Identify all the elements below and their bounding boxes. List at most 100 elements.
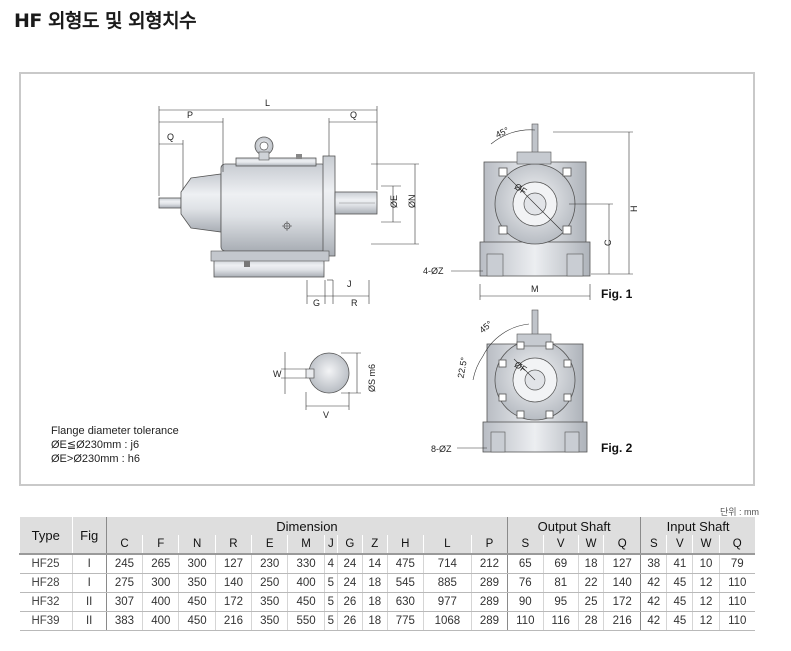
type-header: Type (19, 517, 73, 554)
cell-in-w: 12 (692, 573, 720, 593)
cell-dim-p: 289 (470, 573, 508, 593)
table-header-row-1: Type Fig Dimension Output Shaft Input Sh… (19, 517, 755, 554)
col-header-dim-n: N (178, 535, 216, 554)
col-header-dim-f: F (142, 535, 179, 554)
cell-out-v: 116 (542, 611, 579, 631)
note-line-3: ØE>Ø230mm : h6 (51, 453, 140, 465)
cell-dim-z: 18 (361, 592, 388, 612)
cell-dim-p: 289 (470, 611, 508, 631)
dim-label-S: ØS m6 (367, 364, 377, 392)
cell-in-s: 42 (640, 592, 667, 612)
cell-dim-z: 18 (361, 611, 388, 631)
cell-in-s: 38 (640, 553, 667, 574)
cell-dim-j: 5 (323, 592, 338, 612)
cell-dim-m: 550 (287, 611, 325, 631)
cell-dim-g: 26 (337, 611, 363, 631)
cell-type: HF39 (19, 611, 73, 631)
shaft-section: W V ØS m6 (273, 352, 377, 420)
cell-out-q: 127 (603, 553, 641, 574)
cell-fig: I (71, 553, 107, 574)
tolerance-note: Flange diameter tolerance ØE≦Ø230mm : j6… (51, 424, 179, 466)
cell-dim-f: 400 (142, 592, 179, 612)
col-header-dim-c: C (105, 535, 143, 554)
dim-label-Q-input: Q (167, 132, 174, 142)
cell-dim-f: 265 (142, 553, 179, 574)
cell-dim-j: 5 (323, 611, 338, 631)
col-header-in-q: Q (718, 535, 755, 554)
cell-dim-n: 450 (178, 611, 216, 631)
col-header-in-s: S (640, 535, 667, 554)
cell-out-v: 69 (542, 553, 579, 574)
cell-dim-e: 350 (251, 592, 288, 612)
cell-out-w: 25 (577, 592, 604, 612)
col-header-out-s: S (507, 535, 544, 554)
cell-dim-m: 450 (287, 592, 325, 612)
cell-in-q: 79 (718, 553, 755, 574)
cell-dim-j: 4 (323, 553, 338, 574)
technical-drawing: L P Q Q ØE ØN G J R W (158, 98, 639, 455)
cell-out-s: 76 (507, 573, 544, 593)
col-header-in-v: V (666, 535, 693, 554)
cell-dim-c: 307 (105, 592, 143, 612)
cell-dim-e: 230 (251, 553, 288, 574)
cell-dim-n: 300 (178, 553, 216, 574)
cell-dim-g: 24 (337, 553, 363, 574)
col-header-in-w: W (692, 535, 720, 554)
cell-out-q: 216 (603, 611, 641, 631)
dim-label-P: P (187, 110, 193, 120)
cell-dim-m: 330 (287, 553, 325, 574)
cell-dim-e: 250 (251, 573, 288, 593)
col-header-out-w: W (577, 535, 604, 554)
cell-dim-h: 775 (386, 611, 424, 631)
cell-out-v: 81 (542, 573, 579, 593)
fig2-angle-label-45: 45° (477, 319, 494, 336)
cell-out-w: 22 (577, 573, 604, 593)
cell-out-w: 28 (577, 611, 604, 631)
col-header-dim-p: P (470, 535, 508, 554)
cell-out-q: 172 (603, 592, 641, 612)
fig1-front-view: 45° ØF H C M 4-ØZ Fig. 1 (423, 123, 639, 301)
note-line-2: ØE≦Ø230mm : j6 (51, 439, 140, 451)
drawing-panel: L P Q Q ØE ØN G J R W (19, 72, 755, 486)
col-header-dim-l: L (422, 535, 472, 554)
cell-dim-p: 289 (470, 592, 508, 612)
col-header-dim-z: Z (361, 535, 388, 554)
fig2-label: Fig. 2 (601, 441, 633, 455)
col-header-dim-j: J (323, 535, 338, 554)
cell-dim-l: 885 (422, 573, 472, 593)
cell-fig: I (71, 573, 107, 593)
fig2-angle-label-22: 22.5° (456, 356, 470, 379)
cell-in-v: 41 (666, 553, 693, 574)
cell-in-v: 45 (666, 573, 693, 593)
cell-in-v: 45 (666, 611, 693, 631)
cell-in-q: 110 (718, 592, 755, 612)
input-shaft-group-header: Input Shaft (640, 517, 755, 535)
cell-type: HF32 (19, 592, 73, 612)
cell-out-q: 140 (603, 573, 641, 593)
dim-label-Q-output: Q (350, 110, 357, 120)
cell-dim-c: 383 (105, 611, 143, 631)
cell-in-q: 110 (718, 573, 755, 593)
dim-label-W: W (273, 369, 282, 379)
cell-in-q: 110 (718, 611, 755, 631)
dim-label-L: L (265, 98, 270, 108)
cell-dim-f: 400 (142, 611, 179, 631)
fig2-hole-label: 8-ØZ (431, 444, 452, 454)
col-header-dim-h: H (386, 535, 424, 554)
cell-in-w: 12 (692, 611, 720, 631)
cell-out-s: 90 (507, 592, 544, 612)
cell-dim-l: 1068 (422, 611, 472, 631)
cell-dim-h: 630 (386, 592, 424, 612)
cell-dim-p: 212 (470, 553, 508, 574)
dim-label-J: J (347, 279, 352, 289)
cell-dim-c: 245 (105, 553, 143, 574)
cell-dim-z: 18 (361, 573, 388, 593)
cell-dim-n: 450 (178, 592, 216, 612)
cell-dim-f: 300 (142, 573, 179, 593)
dim-label-G: G (313, 298, 320, 308)
cell-in-w: 10 (692, 553, 720, 574)
